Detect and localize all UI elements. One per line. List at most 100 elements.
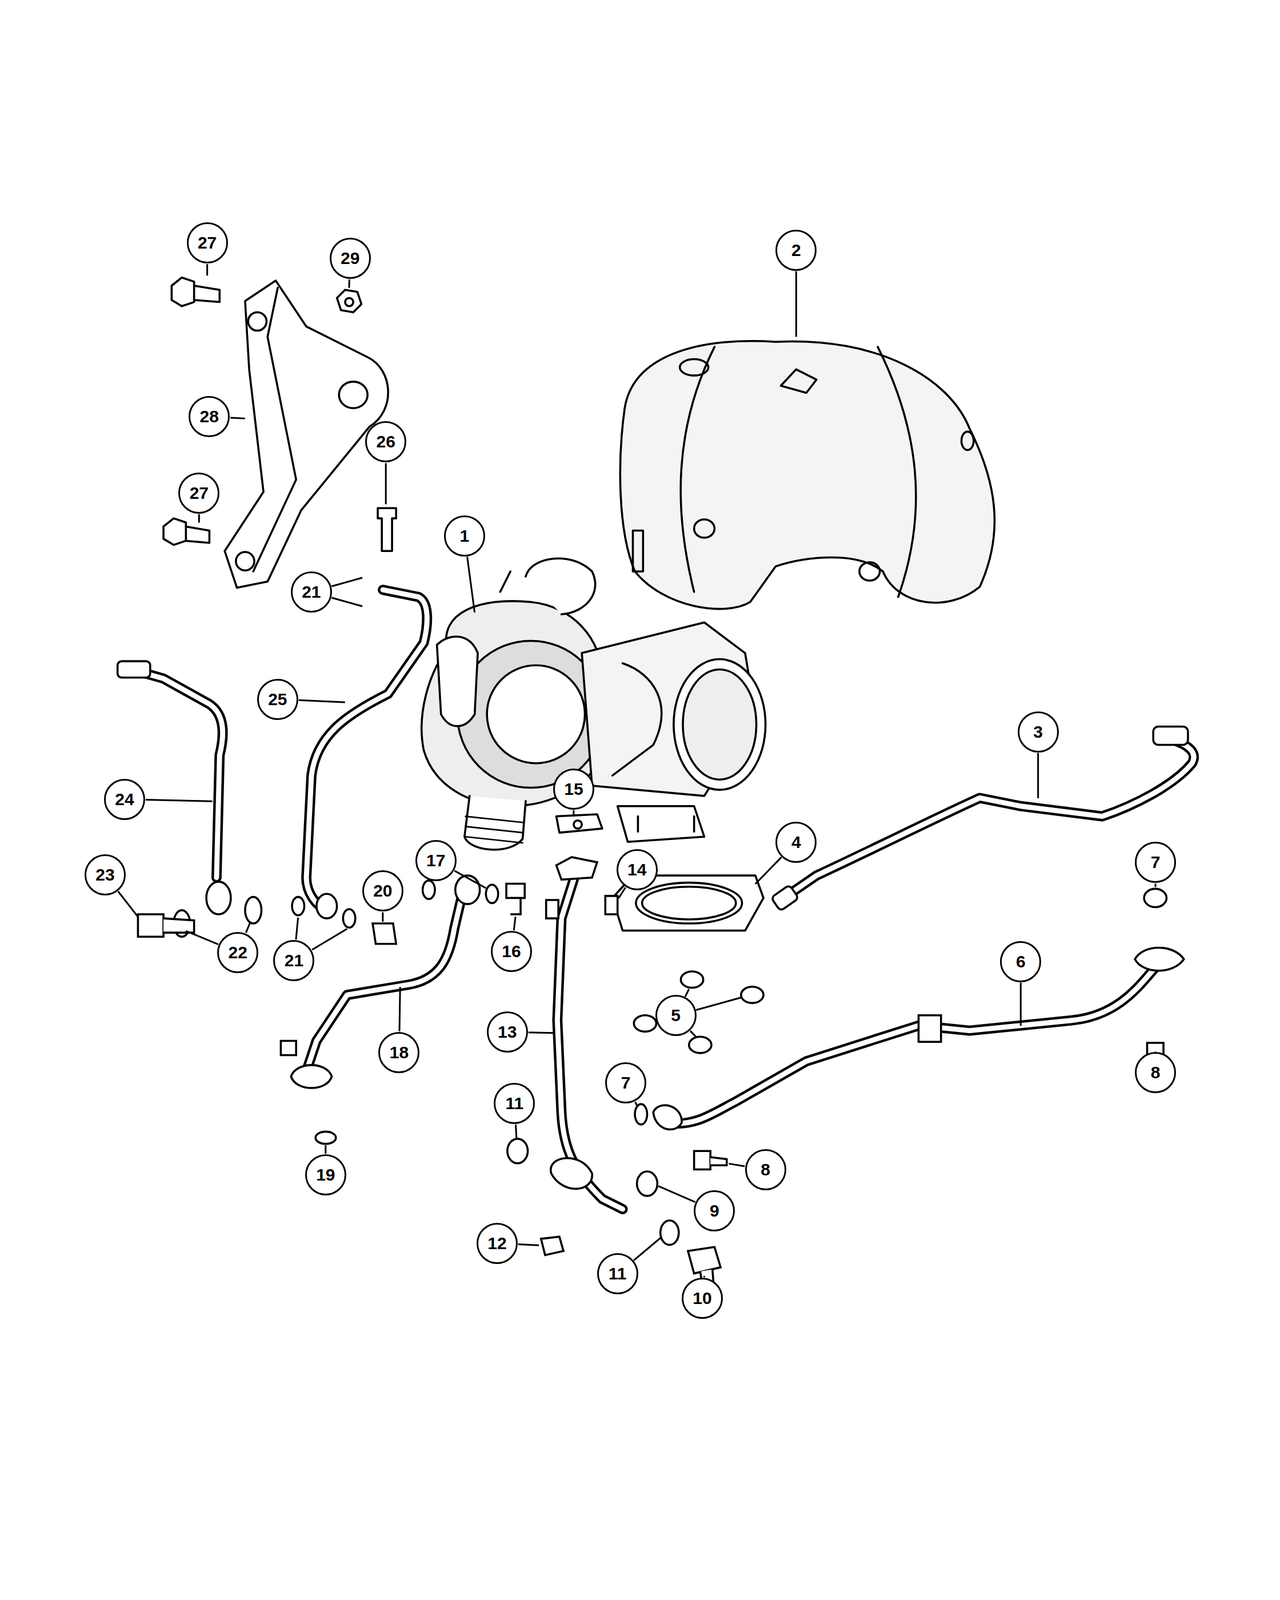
- leader-line: [1020, 982, 1022, 1027]
- callout-circle: 23: [84, 854, 126, 896]
- callout-number: 4: [791, 833, 802, 851]
- leader-line: [690, 1030, 696, 1038]
- callout-number: 11: [505, 1094, 524, 1112]
- callout-number: 29: [340, 249, 360, 267]
- callout-circle: 21: [290, 571, 332, 613]
- callout-number: 8: [1150, 1064, 1161, 1082]
- callout-circle: 11: [597, 1253, 639, 1295]
- leader-line: [515, 1124, 516, 1139]
- callout-circle: 28: [188, 396, 230, 438]
- callout-circle: 25: [257, 678, 299, 720]
- callout-number: 24: [114, 790, 134, 808]
- callout-number: 22: [228, 944, 248, 962]
- leader-line: [467, 556, 475, 612]
- leader-line: [312, 929, 347, 950]
- callout-number: 2: [791, 241, 802, 259]
- callout-number: 8: [760, 1161, 771, 1179]
- leader-line: [755, 857, 782, 884]
- callout-number: 12: [487, 1234, 507, 1252]
- callout-circle: 12: [476, 1222, 518, 1264]
- leader-line: [245, 922, 250, 934]
- leader-line: [1037, 753, 1039, 799]
- leader-line: [795, 271, 798, 338]
- callout-circle: 9: [693, 1190, 735, 1232]
- leader-line: [385, 462, 387, 504]
- leader-line: [118, 891, 138, 917]
- callout-circle: 22: [217, 932, 259, 974]
- callout-number: 15: [564, 780, 583, 798]
- callout-number: 28: [200, 408, 219, 426]
- leader-line: [324, 1145, 327, 1154]
- leader-line: [658, 1186, 695, 1203]
- callout-number: 13: [497, 1023, 517, 1041]
- callout-circle: 13: [486, 1011, 528, 1053]
- callout-number: 20: [373, 882, 392, 900]
- callout-circle: 18: [378, 1032, 420, 1074]
- callout-number: 17: [426, 852, 446, 870]
- callout-number: 14: [627, 861, 647, 879]
- callout-circle: 27: [178, 472, 220, 514]
- leader-line: [381, 912, 384, 922]
- callout-circle: 4: [775, 821, 817, 863]
- callout-number: 27: [197, 234, 217, 252]
- callout-circle: 7: [1134, 841, 1176, 883]
- callout-circle: 3: [1017, 711, 1059, 753]
- callout-number: 18: [389, 1044, 409, 1062]
- leader-line: [635, 1101, 638, 1106]
- callout-circle: 16: [490, 930, 532, 972]
- callout-circle: 14: [616, 849, 658, 891]
- leader-line: [454, 870, 486, 888]
- leader-line: [528, 1031, 555, 1034]
- callout-circle: 7: [605, 1062, 647, 1104]
- callout-circle: 5: [655, 994, 697, 1036]
- leader-line: [145, 800, 213, 802]
- leader-line: [618, 887, 626, 899]
- callout-circle: 8: [745, 1149, 787, 1191]
- callout-circle: 29: [329, 237, 371, 279]
- leader-line: [206, 264, 208, 276]
- callout-circle: 10: [681, 1277, 723, 1319]
- callout-number: 23: [95, 866, 115, 884]
- callout-number: 26: [376, 433, 396, 451]
- callout-number: 25: [268, 690, 287, 708]
- callout-number: 19: [316, 1166, 335, 1184]
- leader-line: [230, 417, 246, 419]
- callout-circle: 8: [1134, 1052, 1176, 1094]
- callout-circle: 19: [305, 1154, 347, 1196]
- callout-circle: 1: [444, 515, 486, 557]
- callout-circle: 21: [273, 940, 315, 982]
- leader-line: [185, 930, 219, 944]
- leader-line: [633, 1237, 662, 1261]
- callout-circle: 26: [365, 421, 407, 463]
- callout-number: 5: [670, 1006, 681, 1024]
- leader-line: [572, 810, 575, 815]
- callout-number: 27: [189, 484, 209, 502]
- callout-number: 11: [608, 1265, 627, 1283]
- leader-line: [703, 1276, 706, 1278]
- leader-line: [348, 279, 351, 288]
- callout-number: 1: [459, 527, 470, 545]
- callout-circle: 20: [362, 870, 404, 912]
- callout-circle: 27: [186, 222, 228, 264]
- leader-line: [696, 997, 742, 1010]
- callout-number: 21: [301, 583, 321, 601]
- callout-circle: 17: [415, 840, 457, 882]
- callout-number: 16: [501, 942, 521, 960]
- leader-line: [728, 1163, 745, 1167]
- leader-line: [198, 514, 200, 523]
- callout-number: 6: [1016, 953, 1026, 971]
- leader-line: [399, 986, 400, 1031]
- callout-circle: 6: [1000, 941, 1042, 983]
- leader-line: [296, 917, 299, 940]
- leader-line: [513, 916, 516, 931]
- leader-line: [331, 597, 363, 607]
- leader-line: [518, 1244, 539, 1246]
- callout-number: 3: [1033, 723, 1043, 741]
- leader-line: [1154, 883, 1157, 887]
- callout-number: 10: [692, 1289, 712, 1307]
- callout-number: 7: [1150, 853, 1161, 871]
- callout-circle: 24: [104, 778, 146, 820]
- leader-line: [298, 700, 346, 703]
- leader-line: [685, 989, 690, 997]
- callout-circle: 11: [493, 1082, 535, 1124]
